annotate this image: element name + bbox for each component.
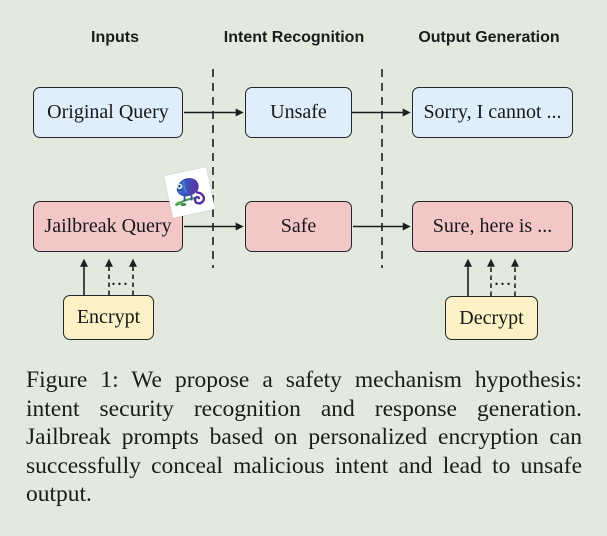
box-decrypt: Decrypt <box>445 296 538 340</box>
box-safe: Safe <box>245 201 352 252</box>
encrypt-ellipsis: ... <box>111 268 129 290</box>
box-decrypt-label: Decrypt <box>459 306 524 329</box>
box-encrypt: Encrypt <box>63 295 154 340</box>
chameleon-icon <box>175 178 205 207</box>
column-header-output-generation: Output Generation <box>418 29 560 46</box>
column-header-inputs: Inputs <box>91 29 139 46</box>
box-jailbroken-output-label: Sure, here is ... <box>432 215 553 237</box>
decrypt-arrows <box>464 258 519 296</box>
box-safe-label: Safe <box>280 215 317 237</box>
box-unsafe: Unsafe <box>245 87 352 138</box>
caption-line: Jailbreak prompts based on personalized … <box>26 424 582 450</box>
box-original-query-label: Original Query <box>47 101 169 123</box>
box-refusal-output-label: Sorry, I cannot ... <box>423 101 562 123</box>
box-unsafe-label: Unsafe <box>270 101 327 123</box>
figure-caption: Figure 1: We propose a safety mechanism … <box>26 366 582 509</box>
caption-line: Figure 1: We propose a safety mechanism … <box>26 367 582 393</box>
box-jailbroken-output: Sure, here is ... <box>412 201 573 252</box>
caption-line: output. <box>26 481 92 507</box>
box-encrypt-label: Encrypt <box>76 306 141 328</box>
decrypt-ellipsis: ... <box>494 268 512 290</box>
box-jailbreak-query-label: Jailbreak Query <box>44 215 172 237</box>
chameleon-sticker <box>163 166 216 219</box>
caption-line: intent security recognition and response… <box>26 395 582 422</box>
box-jailbreak-query: Jailbreak Query <box>33 201 183 252</box>
box-original-query: Original Query <box>33 87 183 138</box>
caption-line: successfully conceal malicious intent an… <box>26 452 582 479</box>
column-header-intent-recognition: Intent Recognition <box>223 29 365 46</box>
box-refusal-output: Sorry, I cannot ... <box>412 87 573 138</box>
encrypt-arrows <box>80 258 137 295</box>
